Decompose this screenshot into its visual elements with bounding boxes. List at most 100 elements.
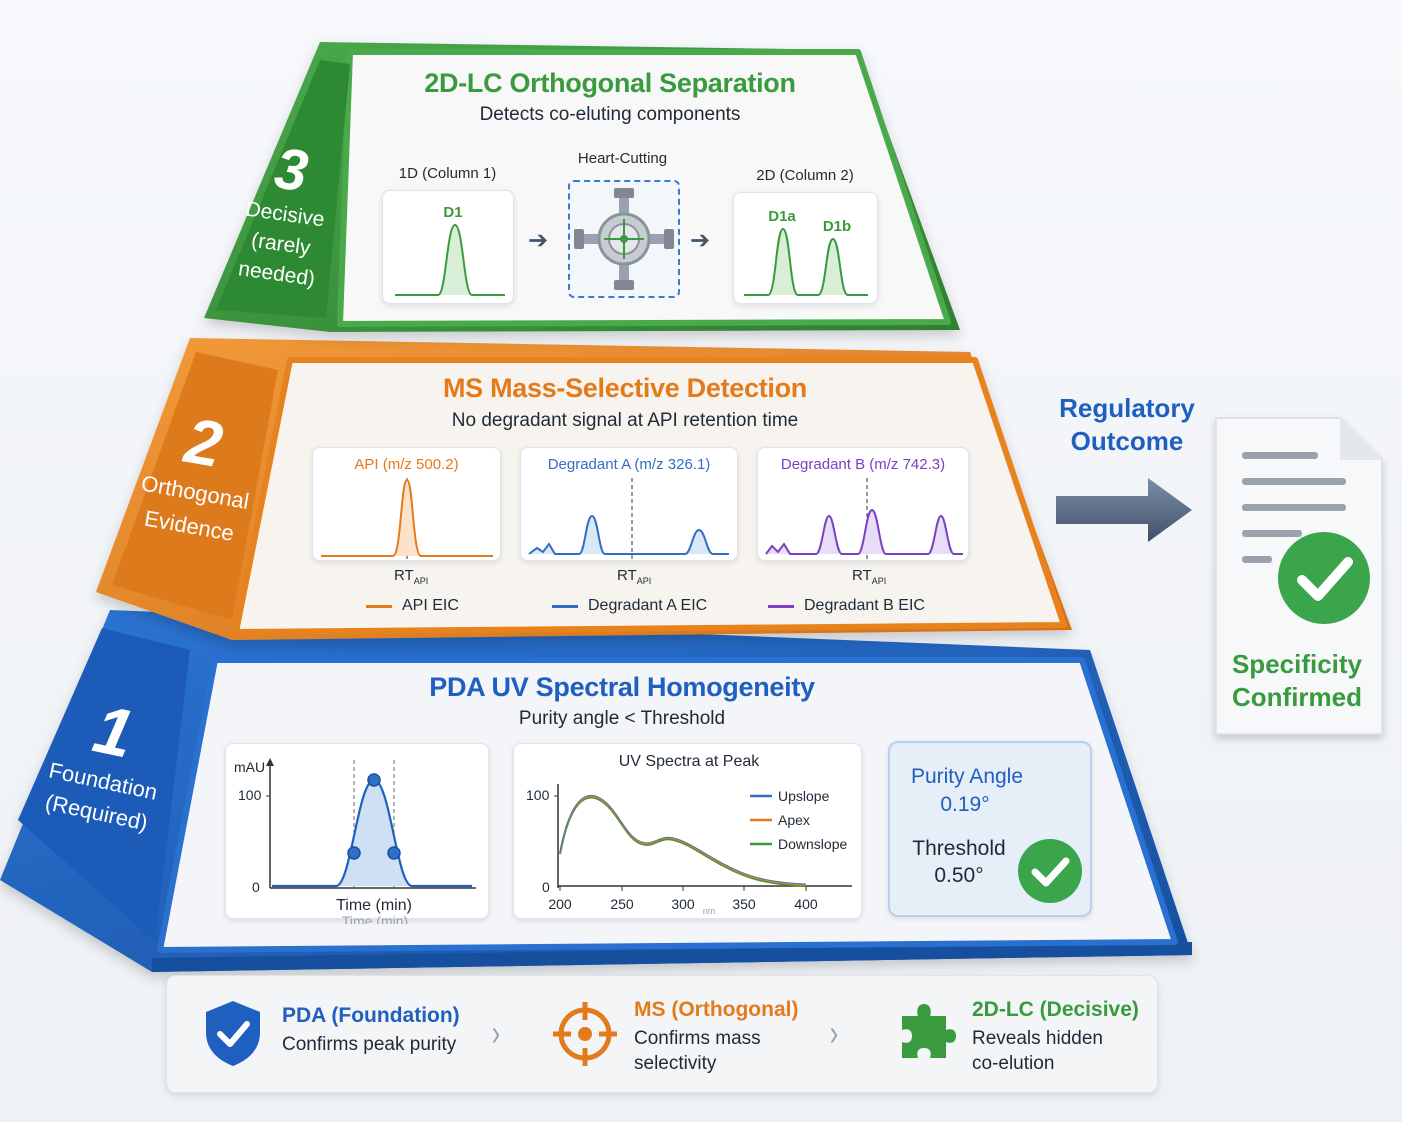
arrow-right-icon: ➔ [528, 227, 549, 254]
valve-icon [574, 188, 674, 290]
y-tick-100: 100 [238, 787, 262, 803]
summary-step-pda: PDA (Foundation) Confirms peak purity [282, 1004, 460, 1057]
tier2-subtitle: No degradant signal at API retention tim… [451, 410, 799, 431]
col1-label: 1D (Column 1) [398, 165, 497, 182]
document-icon [1215, 417, 1383, 735]
ghost-axis-label: Time (min) [341, 914, 409, 924]
result-line: Specificity [1231, 649, 1363, 679]
legend-api-eic: API EIC [366, 597, 459, 615]
heart-cutting-valve [568, 180, 680, 298]
legend-label: Degradant A EIC [588, 597, 708, 614]
col2-peaks [744, 227, 868, 296]
step-desc: Confirms mass [634, 1028, 761, 1049]
x-tick: 400 [794, 896, 818, 912]
y-axis-label: mAU [234, 759, 265, 775]
tier1-title: PDA UV Spectral Homogeneity [429, 672, 815, 702]
step-desc: selectivity [634, 1053, 717, 1074]
ms-panel-degradant-b: Degradant B (m/z 742.3) [757, 447, 969, 561]
y-tick-0: 0 [542, 879, 550, 895]
x-tick: 350 [732, 896, 756, 912]
legend-swatch [552, 604, 578, 608]
legend-upslope: Upslope [778, 788, 830, 804]
legend-swatch [366, 604, 392, 608]
legend-swatch [768, 604, 794, 608]
apex-trace [559, 795, 807, 886]
legend-downslope: Downslope [778, 836, 847, 852]
specificity-confirmed: Specificity Confirmed [1212, 648, 1382, 714]
col2-peak-b-label: D1b [823, 218, 851, 235]
threshold-label: Threshold [912, 837, 1006, 860]
ms-degradant-a-plot [528, 478, 729, 560]
step-title: PDA (Foundation) [282, 1004, 460, 1027]
uv-spectra-plot: UV Spectra at Peak 100 0 200 250 300 350… [526, 753, 852, 916]
api-eic-trace [321, 478, 493, 557]
ms-panel-title: Degradant B (m/z 742.3) [780, 456, 946, 473]
target-icon [553, 1002, 617, 1066]
heading-line: Outcome [1070, 426, 1184, 456]
ms-panel-title: Degradant A (m/z 326.1) [547, 456, 711, 473]
tier3-side-label: 3 Decisive (rarely needed) [225, 134, 345, 296]
col2-plot: D1a D1b [744, 208, 868, 296]
x-tick: 250 [610, 896, 634, 912]
ms-degradant-b-plot [765, 478, 963, 560]
ms-panel-title: API (m/z 500.2) [354, 456, 459, 473]
step-title: 2D-LC (Decisive) [972, 998, 1139, 1021]
rt-api-label: RTAPI [617, 567, 652, 586]
rt-api-label: RTAPI [394, 567, 429, 586]
check-circle-icon [1018, 839, 1082, 903]
legend-degradant-b-eic: Degradant B EIC [768, 597, 925, 615]
summary-step-ms: MS (Orthogonal) Confirms mass selectivit… [634, 998, 798, 1076]
x-tick: 300 [671, 896, 695, 912]
chevron-right-icon: › [829, 1012, 839, 1053]
legend-label: Degradant B EIC [804, 597, 925, 614]
spectra-title: UV Spectra at Peak [619, 753, 761, 770]
degradant-a-eic-trace [528, 514, 729, 555]
col1-peak-label: D1 [443, 204, 462, 221]
legend-degradant-a-eic: Degradant A EIC [552, 597, 707, 615]
valve-label: Heart-Cutting [577, 150, 668, 167]
summary-step-2dlc: 2D-LC (Decisive) Reveals hidden co-eluti… [972, 998, 1139, 1076]
uv-spectra-panel: UV Spectra at Peak 100 0 200 250 300 350… [513, 743, 862, 919]
threshold-value: 0.50° [934, 864, 984, 887]
tier3-title: 2D-LC Orthogonal Separation [424, 68, 796, 98]
rt-api-label: RTAPI [852, 567, 887, 586]
shield-check-icon [206, 1001, 260, 1066]
step-title: MS (Orthogonal) [634, 998, 799, 1021]
degradant-b-eic-trace [765, 508, 963, 555]
pda-peak [272, 778, 472, 888]
col2-peak-a-label: D1a [768, 208, 796, 225]
pda-chromatogram: mAU 100 0 Time (min) [234, 758, 476, 914]
x-axis-label: Time (min) [336, 897, 412, 914]
x-unit: nm [703, 906, 716, 916]
result-line: Confirmed [1232, 682, 1362, 712]
col1-chromatogram: D1 [382, 190, 514, 304]
arrow-right-icon [1056, 478, 1192, 542]
arrow-right-icon: ➔ [690, 227, 711, 254]
step-desc: Confirms peak purity [282, 1034, 457, 1055]
purity-angle-value: 0.19° [940, 793, 990, 816]
purity-angle-label: Purity Angle [910, 765, 1024, 788]
y-tick-100: 100 [526, 787, 550, 803]
tier2-title: MS Mass-Selective Detection [442, 373, 808, 403]
col2-chromatogram: D1a D1b [733, 192, 878, 304]
chevron-right-icon: › [491, 1012, 501, 1053]
downslope-trace [558, 796, 807, 888]
ms-panel-degradant-a: Degradant A (m/z 326.1) [520, 447, 738, 561]
tier1-side-label: 1 Foundation (Required) [29, 684, 184, 842]
y-tick-0: 0 [252, 879, 260, 895]
legend-apex: Apex [778, 812, 810, 828]
legend-label: API EIC [402, 597, 459, 614]
col2-label: 2D (Column 2) [756, 167, 854, 184]
ms-panel-api: API (m/z 500.2) [312, 447, 501, 561]
tier3-subtitle: Detects co-eluting components [479, 104, 741, 125]
heading-line: Regulatory [1059, 393, 1195, 423]
step-desc: co-elution [972, 1053, 1055, 1074]
col1-peak [395, 223, 505, 296]
col1-plot: D1 [395, 204, 505, 296]
pda-chromatogram-panel: mAU 100 0 Time (min) [225, 743, 489, 919]
upslope-trace [559, 794, 807, 885]
tier2-side-label: 2 Orthogonal Evidence [127, 399, 269, 554]
x-tick: 200 [548, 896, 572, 912]
regulatory-outcome-heading: Regulatory Outcome [1052, 392, 1202, 458]
